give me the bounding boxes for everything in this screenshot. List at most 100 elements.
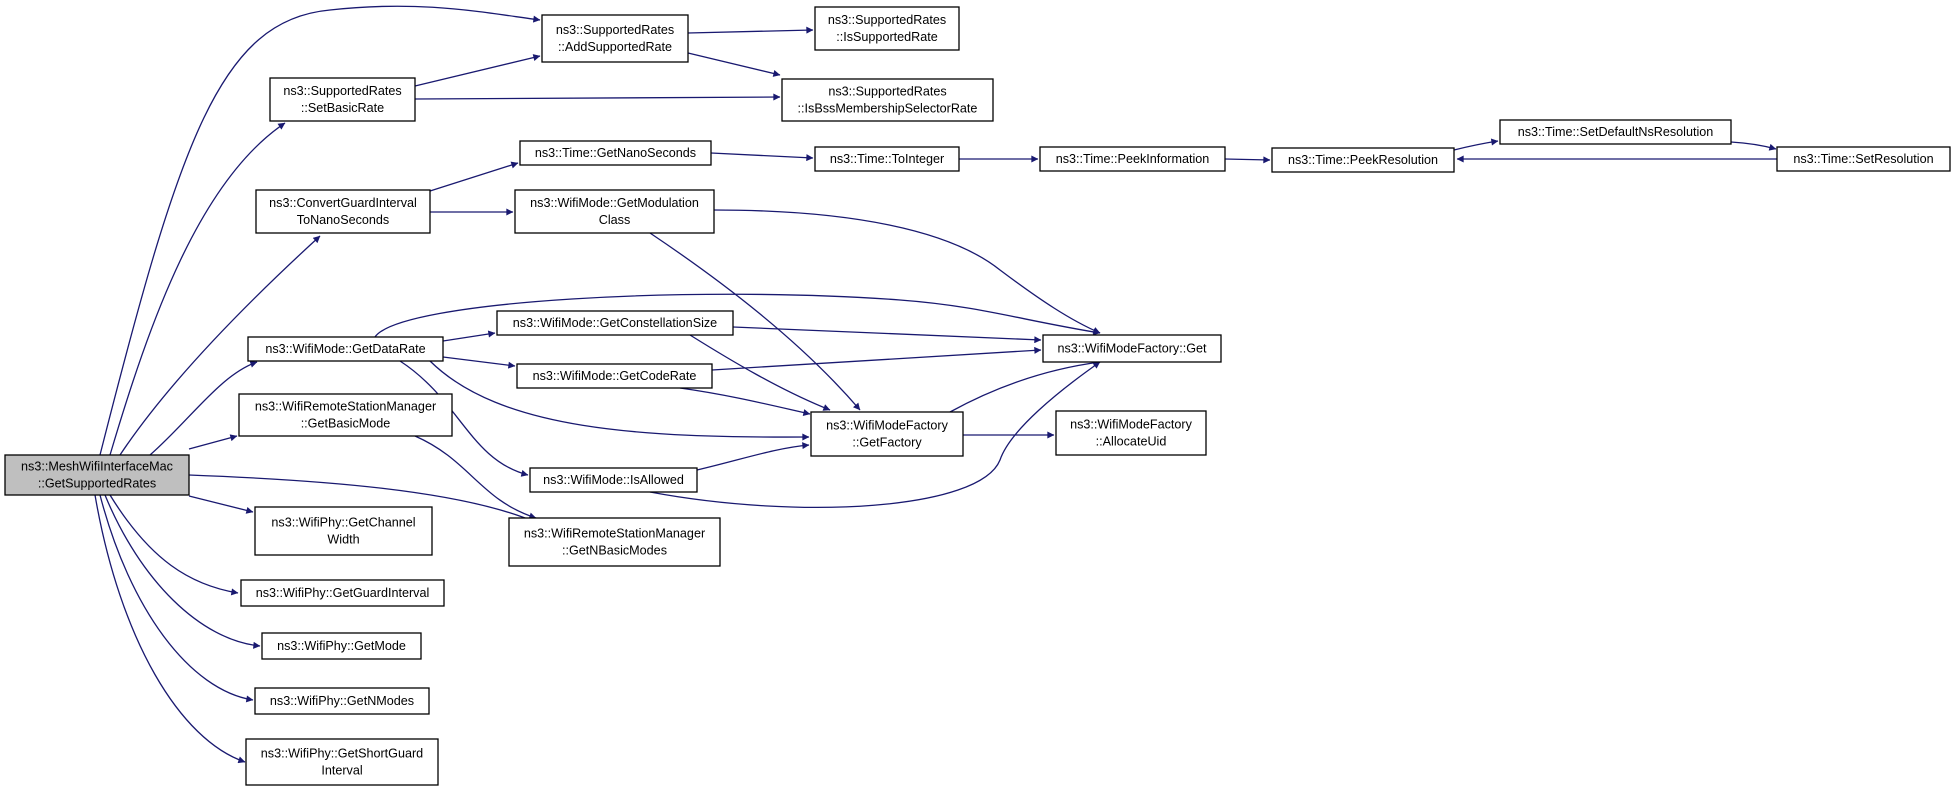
function-node[interactable]: ns3::SupportedRates::IsBssMembershipSele… [781,78,994,122]
node-box [1042,334,1222,363]
edge-arrow [188,434,238,450]
function-node[interactable]: ns3::SupportedRates::SetBasicRate [269,77,416,122]
node-box [240,579,445,607]
edge-n10-to-n11 [1730,141,1777,151]
function-node[interactable]: ns3::WifiModeFactory::AllocateUid [1055,410,1207,456]
edge-arrow [374,293,1101,338]
edge-n0-to-n23 [109,494,239,596]
edge-arrow [442,330,496,342]
node-box [238,393,453,437]
node-layer: ns3::MeshWifiInterfaceMac::GetSupportedR… [4,6,1951,786]
edge-n0-to-n1 [99,5,541,456]
node-box [814,6,960,51]
node-label-line: ns3::Time::SetDefaultNsResolution [1518,125,1714,139]
node-label-line: ns3::WifiMode::GetDataRate [265,342,425,356]
edge-arrow [429,360,810,441]
edge-n19-to-n13 [649,361,1101,508]
edge-n1-to-n2 [687,26,814,34]
function-node[interactable]: ns3::WifiPhy::GetNModes [254,687,430,715]
edge-n0-to-n21 [188,474,536,523]
function-node[interactable]: ns3::SupportedRates::IsSupportedRate [814,6,960,51]
edge-arrow [414,435,537,520]
node-label-line: ::AllocateUid [1096,435,1167,449]
node-box [261,632,422,660]
node-box [514,189,715,234]
node-box [254,506,433,556]
edge-n16-to-n18 [442,356,516,369]
function-node[interactable]: ns3::Time::PeekInformation [1039,146,1226,172]
edge-arrow [414,93,781,101]
edge-arrow [1730,141,1777,151]
node-label-line: ns3::WifiModeFactory [1070,418,1192,432]
function-node[interactable]: ns3::WifiRemoteStationManager::GetBasicM… [238,393,453,437]
node-label-line: ns3::WifiPhy::GetMode [277,639,406,653]
node-box [810,411,964,457]
function-node[interactable]: ns3::Time::PeekResolution [1271,147,1455,173]
edge-n1-to-n3 [687,52,781,77]
edge-arrow [1224,156,1271,164]
node-label-line: ns3::MeshWifiInterfaceMac [21,460,173,474]
node-label-line: ns3::WifiMode::GetConstellationSize [513,316,717,330]
function-node[interactable]: ns3::WifiRemoteStationManager::GetNBasic… [508,517,721,567]
function-node[interactable]: ns3::WifiModeFactory::Get [1042,334,1222,363]
edge-n16-to-n17 [442,330,496,342]
function-node[interactable]: ns3::WifiMode::GetConstellationSize [496,310,734,336]
edge-arrow [399,360,529,477]
function-node[interactable]: ns3::WifiMode::GetDataRate [247,336,444,362]
node-box [541,14,689,63]
node-label-line: ns3::WifiModeFactory [826,419,948,433]
edge-n16-to-n19 [399,360,529,477]
edge-arrow [99,5,541,456]
edge-arrow [687,26,814,34]
edge-arrow [679,387,811,416]
node-box [269,77,416,122]
function-node[interactable]: ns3::Time::ToInteger [814,146,960,172]
node-label-line: Class [599,213,631,227]
root-function-node[interactable]: ns3::MeshWifiInterfaceMac::GetSupportedR… [4,454,190,496]
function-node[interactable]: ns3::Time::SetResolution [1776,146,1951,172]
edge-arrow [442,356,516,369]
edge-n0-to-n25 [99,494,254,703]
edge-layer [94,5,1777,764]
function-node[interactable]: ns3::Time::GetNanoSeconds [519,140,712,166]
node-box [254,687,430,715]
node-label-line: ::SetBasicRate [301,101,384,115]
edge-arrow [649,361,1101,508]
edge-arrow [1453,138,1499,151]
edge-n0-to-n16 [149,360,258,456]
node-label-line: ns3::SupportedRates [556,23,674,37]
edge-n16-to-n13 [374,293,1101,338]
function-node[interactable]: ns3::SupportedRates::AddSupportedRate [541,14,689,63]
function-node[interactable]: ns3::WifiPhy::GetMode [261,632,422,660]
edge-arrow [188,495,254,514]
edge-n0-to-n22 [188,495,254,514]
edge-arrow [414,54,541,87]
function-node[interactable]: ns3::Time::SetDefaultNsResolution [1499,119,1732,145]
node-box [1055,410,1207,456]
edge-n0-to-n20 [188,434,238,450]
function-node[interactable]: ns3::WifiMode::GetCodeRate [516,363,713,389]
edge-n5-to-n6 [429,161,519,192]
edge-arrow [94,494,246,764]
node-box [496,310,734,336]
node-label-line: ns3::Time::PeekInformation [1056,152,1210,166]
function-node[interactable]: ns3::WifiModeFactory::GetFactory [810,411,964,457]
edge-n16-to-n14 [429,360,810,441]
node-box [519,140,712,166]
edge-n12-to-n13 [713,209,1101,334]
function-node[interactable]: ns3::WifiPhy::GetGuardInterval [240,579,445,607]
edge-n8-to-n9 [1224,156,1271,164]
edge-arrow [119,235,321,456]
node-label-line: ::GetFactory [852,436,922,450]
edge-arrow [711,346,1042,371]
node-label-line: ::AddSupportedRate [558,40,672,54]
node-box [516,363,713,389]
node-label-line: ns3::Time::PeekResolution [1288,153,1438,167]
function-node[interactable]: ns3::WifiMode::IsAllowed [529,467,698,493]
node-box [1271,147,1455,173]
